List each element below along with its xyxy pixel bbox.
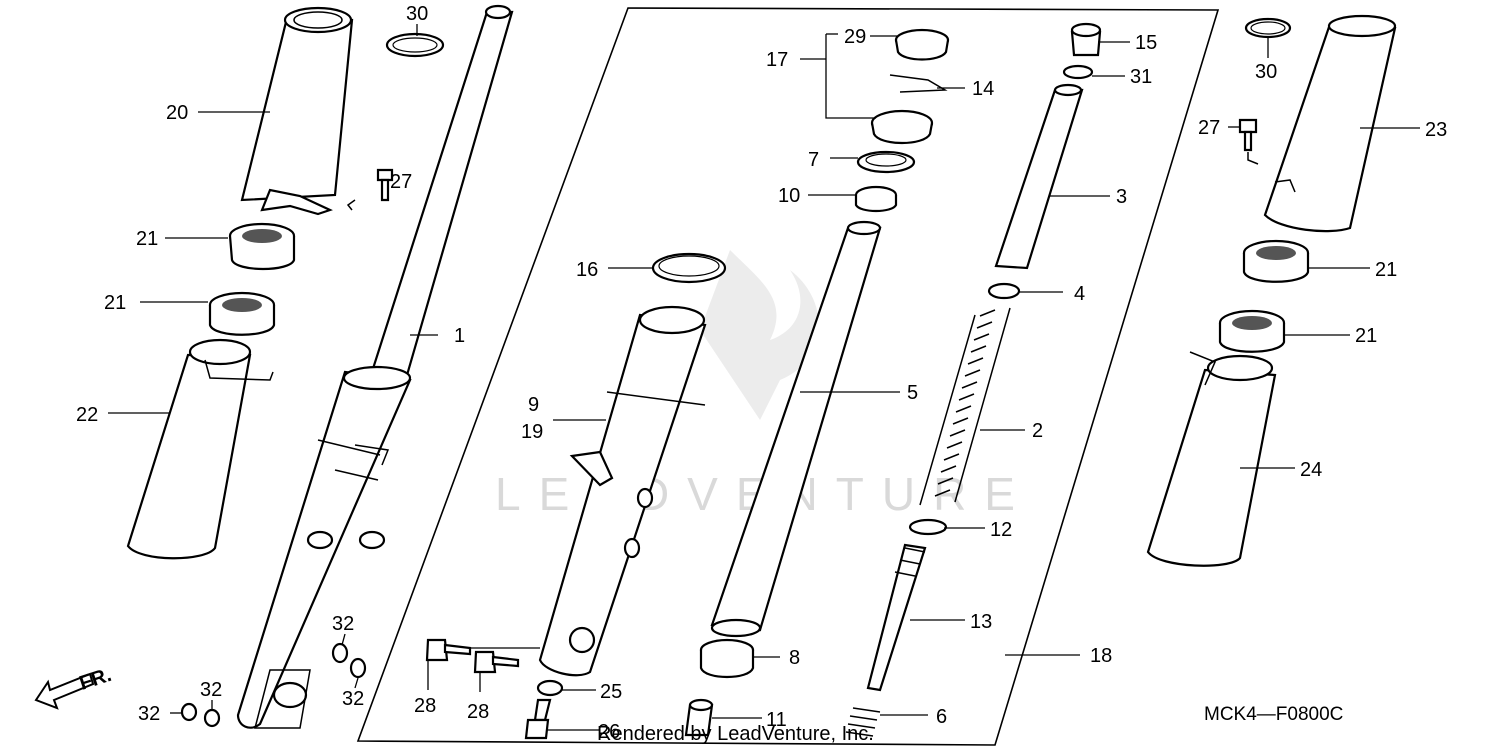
callout-28-a: 28 xyxy=(414,695,436,717)
callout-30-right: 30 xyxy=(1255,61,1277,83)
callout-3: 3 xyxy=(1116,186,1127,208)
callout-6: 6 xyxy=(936,706,947,728)
washer-25 xyxy=(536,679,564,697)
spacer-3 xyxy=(994,83,1084,270)
bearing-21-right-lower xyxy=(1218,309,1286,353)
callout-7: 7 xyxy=(808,149,819,171)
callout-27-left: 27 xyxy=(390,171,412,193)
bolt-26 xyxy=(524,698,552,740)
damper-rod-13 xyxy=(866,543,927,692)
callout-21-a: 21 xyxy=(136,228,158,250)
callout-24: 24 xyxy=(1300,459,1322,481)
callout-25: 25 xyxy=(600,681,622,703)
callout-13: 13 xyxy=(970,611,992,633)
callout-8: 8 xyxy=(789,647,800,669)
lower-cover-22 xyxy=(126,338,274,560)
callout-28-b: 28 xyxy=(467,701,489,723)
direction-label: FR. xyxy=(77,664,114,695)
callout-26: 26 xyxy=(598,721,620,743)
spring-2 xyxy=(919,307,1011,506)
callout-14: 14 xyxy=(972,78,994,100)
diagram-code: MCK4—F0800C xyxy=(1204,704,1343,725)
bearing-21-left-lower xyxy=(208,291,276,336)
callout-4: 4 xyxy=(1074,283,1085,305)
inner-tube-5 xyxy=(710,220,882,638)
callout-21-c: 21 xyxy=(1375,259,1397,281)
bushing-8 xyxy=(699,638,755,678)
washer-4 xyxy=(987,282,1021,300)
callout-30-left: 30 xyxy=(406,3,428,25)
callout-16: 16 xyxy=(576,259,598,281)
bearing-21-left-upper xyxy=(228,222,296,270)
bolt-27-left xyxy=(346,168,394,211)
fork-slider-9 xyxy=(538,305,707,677)
callout-11: 11 xyxy=(766,709,787,731)
callout-27-right: 27 xyxy=(1198,117,1220,139)
callout-5: 5 xyxy=(907,382,918,404)
bearing-21-right-upper xyxy=(1242,239,1310,283)
callout-15: 15 xyxy=(1135,32,1157,54)
bolt-27-right xyxy=(1238,118,1259,165)
right-upper-cover-23 xyxy=(1263,14,1397,233)
fork-tube-1 xyxy=(236,4,514,729)
callout-19: 19 xyxy=(521,421,543,443)
callout-31: 31 xyxy=(1130,66,1152,88)
callout-1: 1 xyxy=(454,325,465,347)
footer-credit: Rendered by LeadVenture, Inc. xyxy=(597,723,874,745)
callout-21-d: 21 xyxy=(1355,325,1377,347)
caps-32 xyxy=(180,642,367,728)
callout-17: 17 xyxy=(766,49,788,71)
callout-21-b: 21 xyxy=(104,292,126,314)
callout-20: 20 xyxy=(166,102,188,124)
seal-16 xyxy=(651,252,727,284)
callout-32-b: 32 xyxy=(342,688,364,710)
leader-lines xyxy=(108,24,1420,731)
callout-10: 10 xyxy=(778,185,800,207)
assembly-18-frame xyxy=(356,7,1220,746)
washer-12 xyxy=(908,518,948,536)
front-direction-arrow: FR. xyxy=(34,664,114,710)
callout-29: 29 xyxy=(844,26,866,48)
spring-6 xyxy=(845,707,881,737)
callout-32-c: 32 xyxy=(138,703,160,725)
seal-assembly-17 xyxy=(854,28,950,213)
callout-numbers: 1 2 3 4 5 6 7 8 9 19 10 11 12 13 14 15 1… xyxy=(76,3,1447,743)
o-ring-30-right xyxy=(1244,17,1292,39)
callout-32-d: 32 xyxy=(200,679,222,701)
cap-bolt-15 xyxy=(1062,22,1102,80)
bolts-28 xyxy=(425,638,520,674)
callout-9: 9 xyxy=(528,394,539,416)
left-upper-cover-20 xyxy=(240,6,354,216)
piston-11 xyxy=(684,698,714,737)
callout-12: 12 xyxy=(990,519,1012,541)
lower-cover-24 xyxy=(1146,351,1277,567)
callout-32-a: 32 xyxy=(332,613,354,635)
callout-2: 2 xyxy=(1032,420,1043,442)
callout-23: 23 xyxy=(1425,119,1447,141)
o-ring-30-left xyxy=(385,32,445,58)
callout-18: 18 xyxy=(1090,645,1112,667)
callout-22: 22 xyxy=(76,404,98,426)
